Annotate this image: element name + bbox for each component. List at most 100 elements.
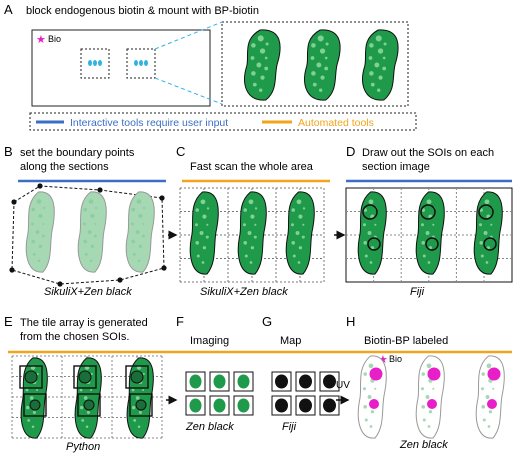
panel-b-title-1: set the boundary points [20,147,135,159]
panel-b-letter: B [4,144,13,159]
section-outline [285,191,315,275]
tile-box [125,365,149,389]
panel-g-title: Map [280,335,301,347]
section-spot [86,410,90,414]
panel-c-title: Fast scan the whole area [190,161,314,173]
section-spot [253,235,257,239]
section-spot [142,206,146,210]
b-section-1 [25,191,55,273]
section-spot [83,207,88,212]
section-spot [368,363,374,369]
section-spot [131,388,135,392]
section-spot [83,239,88,244]
sample-dot [88,60,92,66]
section-spot [370,410,375,414]
section-spot [432,223,435,226]
tile-box [129,393,153,417]
section-spot [250,56,255,60]
legend-box [29,112,417,131]
boundary-point [37,183,43,189]
section-spot [133,419,137,422]
boundary-point [161,265,167,271]
section-spot [42,222,45,226]
soi-outline [362,204,378,220]
section-spot [195,208,200,212]
panel-c-letter: C [176,144,185,159]
panel-g-tool: Fiji [282,421,297,433]
panel-h-title: Biotin-BP labeled [364,335,448,347]
section-spot [376,88,381,92]
section-spot [79,388,83,392]
section-spot [291,223,294,227]
section-spot [142,372,145,376]
section-spot [206,207,210,210]
section-spot [425,395,430,399]
section-spot [316,62,322,68]
panel-e-tool: Python [66,441,100,453]
panel-h-tool: Zen black [399,439,448,451]
section-spot [250,214,255,219]
section-spot [486,246,491,250]
section-spot [94,222,97,226]
panel-f-tool: Zen black [185,421,234,433]
section-spot [378,75,383,80]
section-spot [81,419,85,422]
section-spot [481,372,486,376]
panel-d-soi [345,187,513,283]
section-spot [377,48,384,54]
panel-c-tool: SikuliX+Zen black [200,286,288,298]
section-spot [249,261,253,264]
panel-f-imaging [185,371,254,416]
section-outline [25,191,55,273]
labeled-spot [369,367,383,381]
section-spot [375,35,382,42]
section-spot [490,223,493,226]
section-spot [369,71,374,76]
section-spot [383,42,387,46]
c-section-3 [285,191,315,275]
panel-h-bio-label: Bio [389,354,402,364]
soi-outline [483,237,497,251]
section-spot [131,207,136,212]
section-spot [31,425,35,429]
section-spot [142,222,145,226]
section-outline [189,191,219,275]
section-spot [131,239,136,244]
section-spot [302,223,305,226]
section-spot [131,405,136,410]
c-section-2 [237,191,267,275]
panel-e-title-2: from the chosen SOIs. [20,331,129,343]
soi-fill [83,399,95,411]
section-spot [247,231,252,235]
section-spot [31,207,36,212]
section-spot [259,48,266,54]
soi-outline [425,237,439,251]
section-spot [479,223,482,227]
soi-outline [420,204,436,220]
section-spot [425,231,430,235]
section-spot [36,372,39,376]
section-spot [79,405,84,410]
section-spot [132,252,136,256]
section-spot [363,372,368,376]
section-spot [90,213,95,219]
section-spot [248,199,254,205]
panel-e-title-1: The tile array is generated [20,317,148,329]
section-spot [325,42,329,46]
section-spot [258,88,263,92]
slide-outline [31,29,211,107]
section-spot [250,246,255,250]
section-spot [131,222,134,226]
panel-h-labeled: ★Bio [357,354,505,439]
section-outline [20,357,48,439]
section-spot [37,259,41,263]
section-outline [415,191,445,275]
panel-d-letter: D [346,144,355,159]
section-spot [201,261,205,264]
section-spot [363,387,366,391]
imaged-soi [189,374,202,389]
section-spot [427,425,431,428]
section-spot [422,418,426,422]
section-spot [374,387,377,390]
section-spot [324,56,328,60]
